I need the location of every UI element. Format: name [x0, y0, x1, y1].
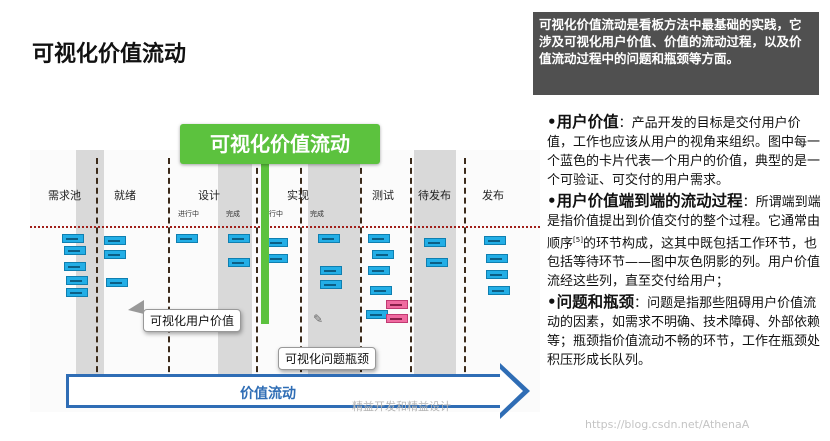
user-value-card[interactable]	[486, 270, 508, 279]
value-flow-banner: 可视化价值流动	[180, 124, 380, 164]
value-flow-label: 价值流动	[240, 386, 296, 402]
point-separator: ：	[618, 116, 632, 131]
column-divider	[168, 158, 170, 382]
kanban-board: 需求池 就绪 设计 实现 测试 待发布 发布 进行中 完成 进行中 完成	[30, 150, 540, 412]
column-header: 实现	[287, 189, 309, 202]
wip-limit-line	[30, 226, 540, 228]
point-body-continued: 的环节构成，这其中既包括工作环节，也包括等待环节——图中灰色阴影的列。用户价值流…	[547, 236, 821, 290]
column-divider	[96, 158, 98, 382]
point-body: 问题是指那些阻碍用户价值流动的因素，如需求不明确、技术障碍、外部依赖等；瓶颈指价…	[547, 296, 821, 369]
value-flow-arrow	[66, 374, 511, 408]
sub-column-header: 完成	[226, 210, 240, 218]
user-value-card[interactable]	[488, 286, 510, 295]
bullet: •	[547, 192, 557, 210]
point-heading: 问题和瓶颈	[556, 293, 635, 312]
column-header: 待发布	[418, 189, 451, 202]
column-divider	[464, 158, 466, 382]
user-value-card[interactable]	[320, 266, 342, 275]
banner-stem	[261, 164, 269, 324]
reference-mark: [5]	[573, 236, 583, 244]
point-body: 产品开发的目标是交付用户价值，工作也应该从用户的视角来组织。图中每一个蓝色的卡片…	[547, 116, 821, 188]
point-body: 所谓端到端是指价值提出到价值交付的整个过程。它通常由顺序	[547, 195, 821, 252]
bullet: •	[547, 113, 557, 131]
blocked-card[interactable]	[386, 300, 408, 309]
column-header: 测试	[372, 189, 394, 202]
user-value-card[interactable]	[366, 310, 388, 319]
blog-watermark: https://blog.csdn.net/AthenaA	[585, 418, 750, 431]
user-value-card[interactable]	[484, 236, 506, 245]
callout-user-value: 可视化用户价值	[143, 309, 242, 332]
column-divider	[360, 158, 362, 382]
column-divider	[256, 158, 258, 382]
user-value-card[interactable]	[228, 234, 250, 243]
points-list: •用户价值：产品开发的目标是交付用户价值，工作也应该从用户的视角来组织。图中每一…	[547, 113, 823, 372]
blocked-card[interactable]	[386, 314, 408, 323]
user-value-card[interactable]	[372, 250, 394, 259]
user-value-card[interactable]	[266, 254, 288, 263]
user-value-card[interactable]	[370, 286, 392, 295]
point-separator: ：	[634, 296, 648, 312]
user-value-card[interactable]	[106, 278, 128, 287]
bullet: •	[547, 293, 557, 312]
column-header: 设计	[198, 189, 220, 202]
point-heading: 用户价值	[556, 113, 619, 131]
point-problems-bottlenecks: •问题和瓶颈：问题是指那些阻碍用户价值流动的因素，如需求不明确、技术障碍、外部依…	[547, 293, 823, 370]
column-header: 就绪	[114, 189, 136, 202]
user-value-card[interactable]	[62, 234, 84, 243]
summary-box: 可视化价值流动是看板方法中最基础的实践，它涉及可视化用户价值、价值的流动过程，以…	[533, 12, 819, 95]
callout-bottleneck: 可视化问题瓶颈	[278, 347, 377, 370]
user-value-card[interactable]	[64, 262, 86, 271]
column-header: 需求池	[48, 189, 81, 202]
column-divider	[410, 158, 412, 382]
user-value-card[interactable]	[66, 276, 88, 285]
point-user-value: •用户价值：产品开发的目标是交付用户价值，工作也应该从用户的视角来组织。图中每一…	[547, 113, 823, 190]
user-value-card[interactable]	[66, 288, 88, 297]
user-value-card[interactable]	[424, 238, 446, 247]
user-value-card[interactable]	[318, 234, 340, 243]
point-separator: ：	[742, 195, 756, 210]
user-value-card[interactable]	[320, 280, 342, 289]
column-header: 发布	[482, 189, 504, 202]
wechat-watermark: 精益开发和精益设计	[352, 400, 451, 413]
user-value-card[interactable]	[368, 266, 390, 275]
point-heading: 用户价值端到端的流动过程	[556, 192, 743, 210]
sub-column-header: 进行中	[262, 210, 283, 218]
callout-pointer	[128, 300, 144, 314]
user-value-card[interactable]	[64, 246, 86, 255]
user-value-card[interactable]	[368, 234, 390, 243]
user-value-card[interactable]	[228, 258, 250, 267]
user-value-card[interactable]	[104, 250, 126, 259]
user-value-card[interactable]	[176, 234, 198, 243]
column-divider	[300, 158, 302, 382]
user-value-card[interactable]	[266, 238, 288, 247]
point-end-to-end-flow: •用户价值端到端的流动过程：所谓端到端是指价值提出到价值交付的整个过程。它通常由…	[547, 192, 823, 291]
user-value-card[interactable]	[426, 258, 448, 267]
pencil-icon: ✎	[313, 312, 324, 326]
slide-title: 可视化价值流动	[32, 42, 187, 67]
sub-column-header: 完成	[310, 210, 324, 218]
user-value-card[interactable]	[486, 254, 508, 263]
sub-column-header: 进行中	[178, 210, 199, 218]
user-value-card[interactable]	[104, 236, 126, 245]
